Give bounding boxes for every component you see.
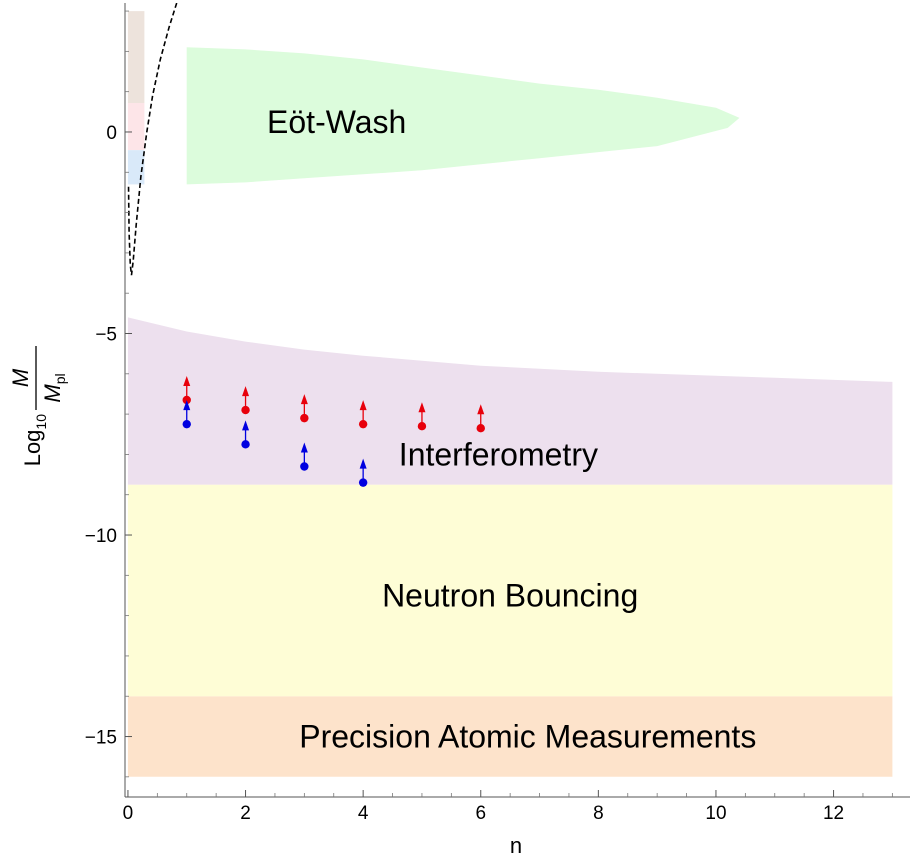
y-axis-label-denominator: M	[40, 384, 65, 403]
region-label-interferometry: Interferometry	[399, 436, 598, 472]
region-band-5	[127, 103, 145, 151]
x-tick-label-0: 0	[123, 803, 134, 824]
x-tick-label-10: 10	[705, 803, 726, 824]
data-point-s0-2	[300, 413, 309, 423]
ticks-layer: 0 2 4 6 8 10 12 0 −5 −10 −15	[85, 10, 893, 824]
x-tick-label-4: 4	[358, 803, 369, 824]
region-band-4	[127, 11, 145, 104]
data-point-s1-2	[300, 462, 309, 471]
x-axis-label: n	[510, 833, 522, 858]
data-point-s0-4	[417, 421, 427, 431]
y-tick-label-2: −10	[85, 526, 117, 547]
data-point-arrowhead-s0-5	[477, 404, 485, 415]
data-point-arrowhead-s0-1	[242, 386, 250, 397]
region-interferometry	[127, 317, 893, 485]
x-tick-label-2: 2	[240, 803, 251, 824]
x-tick-label-6: 6	[475, 803, 486, 824]
data-point-arrowhead-s1-3	[359, 458, 367, 469]
data-point-arrowhead-s1-1	[242, 420, 250, 431]
data-point-s1-1	[241, 440, 250, 449]
y-axis-label-log-subscript: 10	[33, 414, 49, 430]
y-axis-label: Log10 M Mpl	[8, 346, 68, 466]
data-point-s0-3	[358, 419, 368, 429]
boundary-curve-layer	[127, 3, 178, 276]
data-point-arrowhead-s1-0	[183, 400, 191, 411]
data-point-arrowhead-s0-3	[359, 400, 367, 411]
region-label-neutron-bouncing: Neutron Bouncing	[382, 577, 638, 613]
y-axis-label-numerator: M	[8, 368, 33, 387]
boundary-curve	[127, 3, 178, 276]
region-neutron-bouncing	[127, 484, 893, 697]
data-point-s0-5	[476, 424, 485, 433]
region-label-e-t-wash: Eöt-Wash	[267, 104, 406, 140]
x-tick-label-8: 8	[593, 803, 604, 824]
data-point-arrowhead-s0-2	[300, 394, 308, 405]
axes	[124, 3, 910, 798]
data-point-s0-1	[241, 405, 250, 415]
svg-text:Log10: Log10	[20, 414, 49, 467]
x-tick-label-12: 12	[823, 803, 844, 824]
data-point-s1-3	[358, 478, 368, 487]
region-label-precision-atomic-measurements: Precision Atomic Measurements	[299, 719, 756, 755]
data-point-s0-0	[182, 395, 191, 405]
data-point-arrowhead-s0-4	[418, 402, 426, 413]
region-precision-atomic-measurements	[127, 696, 893, 777]
data-point-arrowhead-s1-2	[300, 442, 308, 453]
region-labels-layer: Precision Atomic Measurements Neutron Bou…	[267, 104, 756, 755]
y-axis-label-denominator-subscript: pl	[52, 373, 68, 384]
y-tick-label-1: −5	[95, 324, 117, 345]
y-tick-label-3: −15	[85, 728, 117, 749]
y-axis-label-log: Log	[20, 430, 45, 467]
region-e-t-wash	[186, 47, 740, 185]
data-points-layer	[182, 376, 485, 487]
data-point-s1-0	[182, 419, 191, 429]
regions-layer	[127, 11, 893, 777]
svg-text:Mpl: Mpl	[40, 373, 68, 402]
data-point-arrowhead-s0-0	[183, 376, 191, 386]
y-tick-label-0: 0	[106, 123, 117, 144]
